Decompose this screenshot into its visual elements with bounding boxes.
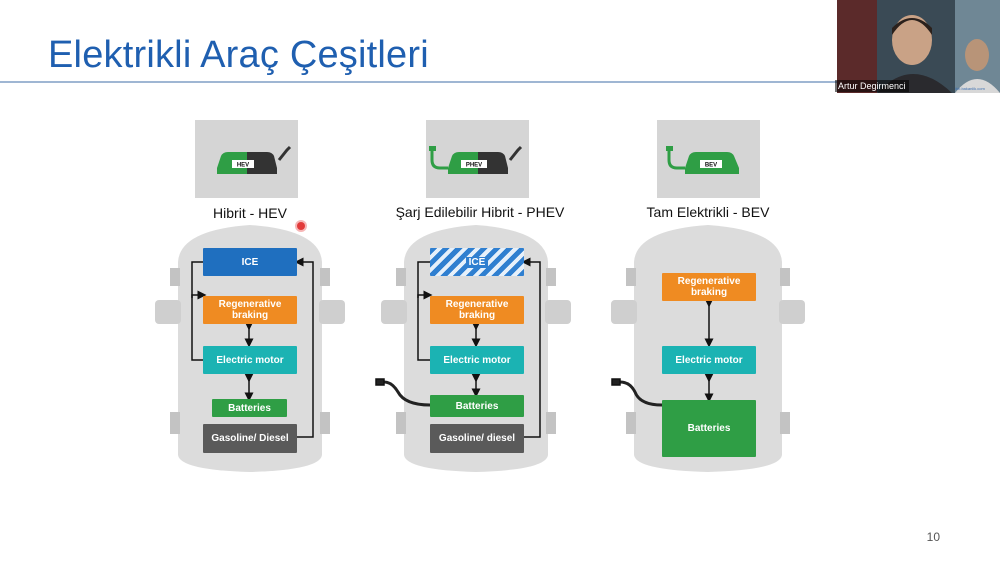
hev-car-icon: HEV xyxy=(195,120,298,198)
bev-batteries-block: Batteries xyxy=(662,400,756,457)
presenter-video[interactable] xyxy=(837,0,1000,93)
participant-name: Artur Degirmenci xyxy=(835,80,909,92)
hev-ice-block: ICE xyxy=(203,248,297,276)
phev-label: Şarj Edilebilir Hibrit - PHEV xyxy=(395,204,565,220)
phev-fuel-block: Gasoline/ diesel xyxy=(430,424,524,453)
phev-regen-block: Regenerative braking xyxy=(430,296,524,324)
bev-badge: BEV xyxy=(705,163,717,169)
phev-ice-block: ICE xyxy=(430,248,524,276)
phev-batteries-block: Batteries xyxy=(430,395,524,417)
bev-label: Tam Elektrikli - BEV xyxy=(646,204,770,220)
page-number: 10 xyxy=(926,530,940,544)
video-caption: ibb.bakanlik.com xyxy=(955,86,985,91)
hev-connectors xyxy=(191,257,314,438)
presenter-image xyxy=(837,0,1000,93)
phev-connectors xyxy=(375,257,541,438)
slide-title: Elektrikli Araç Çeşitleri xyxy=(48,34,429,76)
hev-regen-block: Regenerative braking xyxy=(203,296,297,324)
hev-fuel-block: Gasoline/ Diesel xyxy=(203,424,297,453)
phev-car-icon: PHEV xyxy=(426,120,529,198)
hev-motor-block: Electric motor xyxy=(203,346,297,374)
hev-batteries-block: Batteries xyxy=(212,399,287,417)
hev-badge: HEV xyxy=(237,163,249,169)
phev-ice-label: ICE xyxy=(465,256,489,268)
title-divider xyxy=(0,81,1000,83)
bev-regen-block: Regenerative braking xyxy=(662,273,756,301)
bev-connectors xyxy=(611,298,714,407)
bev-car-icon: BEV xyxy=(657,120,760,198)
bev-motor-block: Electric motor xyxy=(662,346,756,374)
phev-motor-block: Electric motor xyxy=(430,346,524,374)
phev-badge: PHEV xyxy=(466,163,482,169)
hev-label: Hibrit - HEV xyxy=(213,205,287,221)
laser-pointer xyxy=(297,222,305,230)
